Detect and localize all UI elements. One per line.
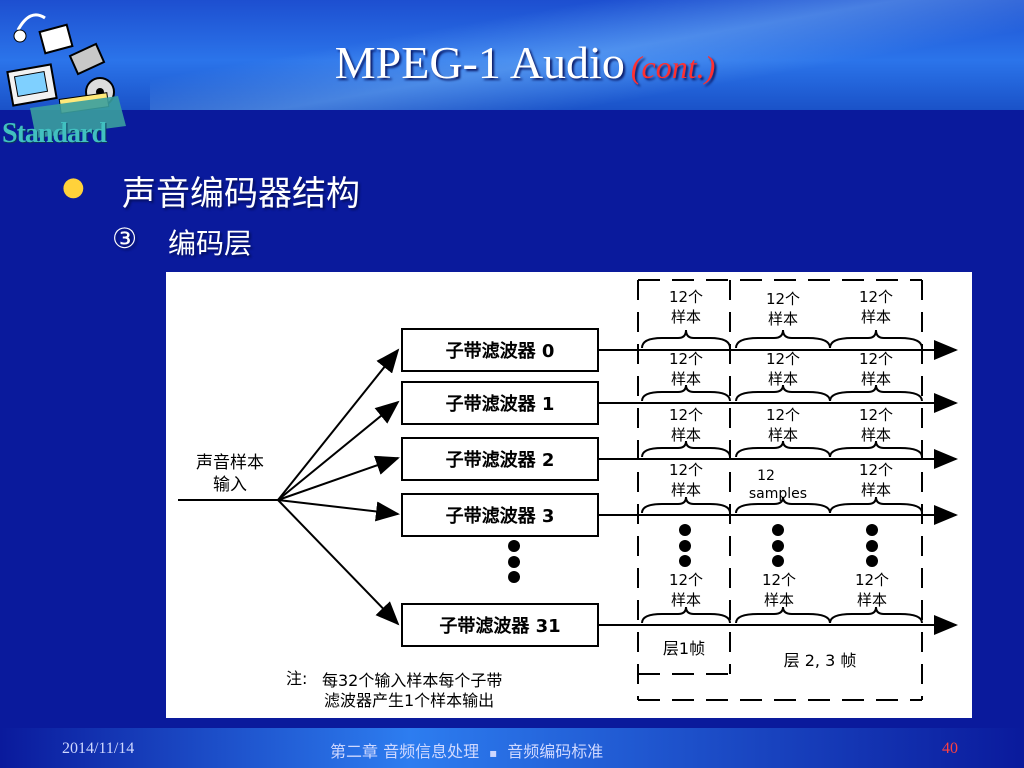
fan-arrow-0 xyxy=(277,348,400,501)
fan-arrow-1 xyxy=(277,400,400,501)
block-ellipsis-dot xyxy=(866,524,878,536)
block-top: 12个 xyxy=(859,288,893,306)
samples-bottom: samples xyxy=(749,486,807,502)
standard-logo-icon: Standard xyxy=(0,0,145,150)
footer-section: 音频编码标准 xyxy=(507,742,604,761)
block-bottom: 样本 xyxy=(861,426,891,444)
layer23-frame-label: 层 2, 3 帧 xyxy=(784,651,857,670)
brace xyxy=(735,606,831,624)
block-ellipsis-dot xyxy=(866,555,878,567)
encoder-diagram: 声音样本 输入 子带滤波器 0 子带滤波器 1 子带滤波器 2 子带滤波器 3 … xyxy=(166,272,972,718)
block-ellipsis-dot xyxy=(866,540,878,552)
brace xyxy=(641,384,731,402)
brace xyxy=(829,329,923,349)
block-bottom: 样本 xyxy=(861,308,891,326)
block-bottom: 样本 xyxy=(764,591,794,609)
note-line1: 每32个输入样本每个子带 xyxy=(322,671,502,690)
block-bottom: 样本 xyxy=(768,310,798,328)
block-ellipsis-dot xyxy=(679,540,691,552)
slide-title-sub: (cont.) xyxy=(630,49,716,85)
block-top: 12个 xyxy=(766,406,800,424)
slide-title-main: MPEG-1 Audio xyxy=(334,37,625,88)
block-top: 12个 xyxy=(669,461,703,479)
block-top: 12个 xyxy=(669,288,703,306)
brace xyxy=(735,384,831,402)
sub-item-number: ③ xyxy=(112,222,138,255)
block-top: 12个 xyxy=(669,406,703,424)
block-top: 12个 xyxy=(855,571,889,589)
block-bottom: 样本 xyxy=(861,370,891,388)
filter-ellipsis-dot xyxy=(508,540,520,552)
block-top: 12个 xyxy=(766,290,800,308)
input-label-line2: 输入 xyxy=(213,475,247,495)
filter-label-3: 子带滤波器 3 xyxy=(446,505,555,527)
block-ellipsis-dot xyxy=(679,555,691,567)
block-top: 12个 xyxy=(669,571,703,589)
note-label: 注: xyxy=(286,669,307,688)
brace xyxy=(641,329,731,349)
input-label-line1: 声音样本 xyxy=(196,453,264,473)
brace xyxy=(829,440,923,458)
brace xyxy=(829,384,923,402)
block-top: 12个 xyxy=(669,350,703,368)
footer-bar xyxy=(0,728,1024,768)
footer-caption: 第二章 音频信息处理 ▪ 音频编码标准 xyxy=(330,738,603,762)
block-bottom: 样本 xyxy=(768,426,798,444)
brace xyxy=(735,329,831,349)
brace xyxy=(735,496,831,514)
block-top: 12个 xyxy=(859,406,893,424)
page-number: 40 xyxy=(942,740,958,757)
footer-separator: ▪ xyxy=(489,746,498,760)
block-top: 12个 xyxy=(859,461,893,479)
filter-label-1: 子带滤波器 1 xyxy=(446,393,555,415)
filter-label-31: 子带滤波器 31 xyxy=(439,615,560,637)
brace xyxy=(829,606,923,624)
footer-chapter: 第二章 音频信息处理 xyxy=(330,742,480,761)
brace xyxy=(735,440,831,458)
logo-text: Standard xyxy=(2,118,107,149)
sub-item-heading: 编码层 xyxy=(168,227,253,260)
slide-title: MPEG-1 Audio(cont.) xyxy=(0,36,1024,89)
footer-date: 2014/11/14 xyxy=(62,740,135,757)
filter-label-0: 子带滤波器 0 xyxy=(446,340,555,362)
block-bottom: 样本 xyxy=(857,591,887,609)
block-ellipsis-dot xyxy=(772,540,784,552)
brace xyxy=(641,606,731,624)
block-top: 12个 xyxy=(762,571,796,589)
fan-arrow-3 xyxy=(277,499,400,522)
fan-arrow-31 xyxy=(277,499,400,626)
filter-ellipsis-dot xyxy=(508,571,520,583)
layer1-frame-label: 层1帧 xyxy=(663,639,705,658)
samples-top: 12 xyxy=(757,468,775,484)
bullet-heading: 声音编码器结构 xyxy=(122,174,360,214)
block-top: 12个 xyxy=(859,350,893,368)
title-bar-highlight xyxy=(150,0,1024,110)
block-bottom: 样本 xyxy=(671,308,701,326)
block-bottom: 样本 xyxy=(671,481,701,499)
block-ellipsis-dot xyxy=(679,524,691,536)
block-ellipsis-dot xyxy=(772,555,784,567)
block-top: 12个 xyxy=(766,350,800,368)
note-line2: 滤波器产生1个样本输出 xyxy=(324,691,494,710)
block-bottom: 样本 xyxy=(671,426,701,444)
filter-box-1 xyxy=(401,381,599,425)
brace xyxy=(641,440,731,458)
block-bottom: 样本 xyxy=(768,370,798,388)
fan-arrow-2 xyxy=(277,455,400,501)
filter-ellipsis-dot xyxy=(508,556,520,568)
title-bar xyxy=(0,0,1024,110)
block-bottom: 样本 xyxy=(861,481,891,499)
bullet-icon: ● xyxy=(62,172,85,202)
brace xyxy=(829,496,923,514)
block-ellipsis-dot xyxy=(772,524,784,536)
filter-box-3 xyxy=(401,493,599,537)
block-bottom: 样本 xyxy=(671,591,701,609)
block-bottom: 样本 xyxy=(671,370,701,388)
brace xyxy=(641,496,731,514)
filter-label-2: 子带滤波器 2 xyxy=(446,449,555,471)
